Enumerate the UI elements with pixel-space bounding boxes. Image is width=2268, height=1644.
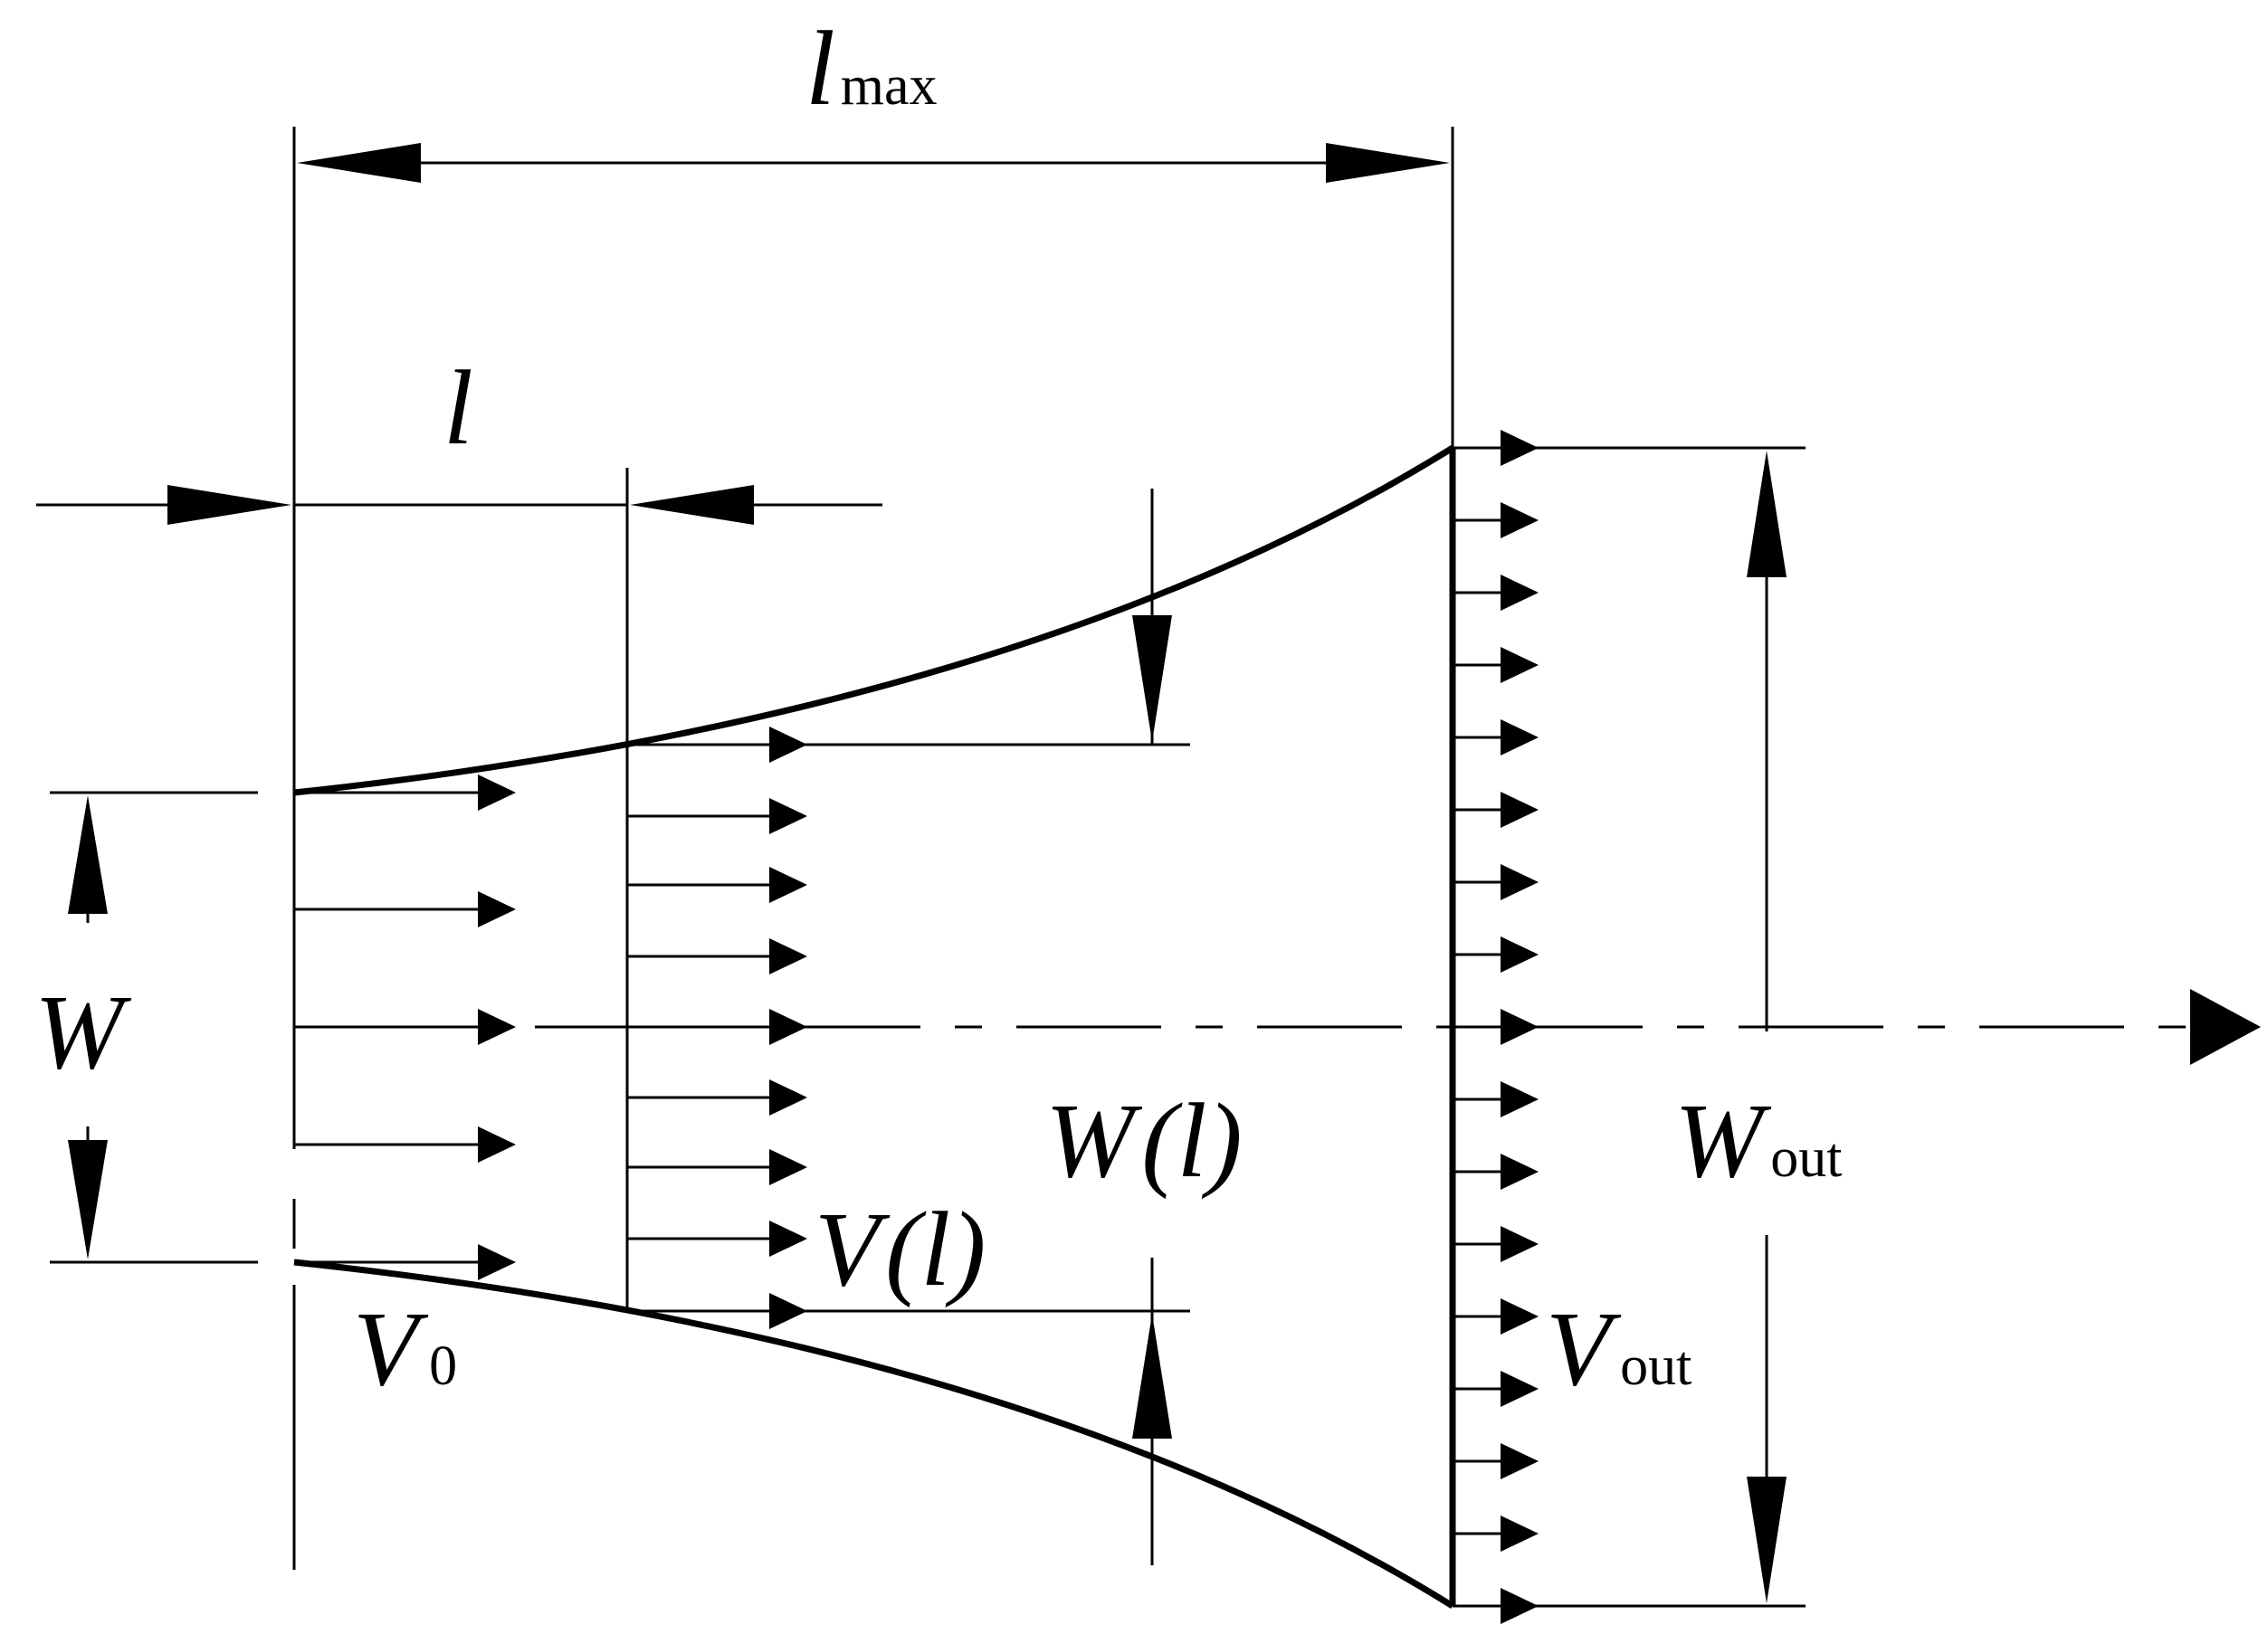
inlet-velocity-arrow-5-head [478, 1244, 516, 1280]
outlet-velocity-arrow-6-head [1501, 792, 1539, 828]
outlet-velocity-arrow-3-head [1501, 575, 1539, 611]
Wout-dimension [1747, 451, 1787, 1603]
inlet-velocity-arrows [294, 774, 516, 1280]
Wout-arrow-up [1747, 451, 1787, 577]
section-velocity-arrow-6-head [769, 1079, 807, 1116]
outlet-velocity-arrow-17-head [1501, 1588, 1539, 1624]
outlet-velocity-arrow-10-head [1501, 1081, 1539, 1117]
outlet-velocity-arrow-2-head [1501, 502, 1539, 538]
outlet-velocity-arrow-9-head [1501, 1009, 1539, 1045]
extension-lines [50, 127, 1806, 1608]
outlet-velocity-arrow-14-head [1501, 1371, 1539, 1407]
outlet-velocity-arrow-13-head [1501, 1298, 1539, 1335]
lower-wall-curve [293, 1259, 1454, 1609]
l-dimension [36, 485, 882, 525]
outlet-velocity-arrow-16-head [1501, 1516, 1539, 1552]
Wl-arrow-down [1132, 615, 1172, 742]
Wl-arrow-up [1132, 1314, 1172, 1439]
W-arrow-up [68, 795, 108, 914]
section-velocity-arrow-8-head [769, 1221, 807, 1257]
section-velocity-arrow-7-head [769, 1149, 807, 1185]
outlet-velocity-arrow-11-head [1501, 1154, 1539, 1190]
section-velocity-arrow-9-head [769, 1293, 807, 1329]
lmax-arrow-right [1326, 143, 1450, 183]
section-velocity-arrow-3-head [769, 867, 807, 903]
inlet-velocity-arrow-4-head [478, 1126, 516, 1163]
section-velocity-arrow-1-head [769, 727, 807, 763]
outlet-velocity-arrow-12-head [1501, 1226, 1539, 1262]
outlet-velocity-arrow-7-head [1501, 864, 1539, 900]
inlet-velocity-arrow-2-head [478, 891, 516, 927]
outlet-velocity-arrow-4-head [1501, 647, 1539, 683]
l-arrow-left [167, 485, 291, 525]
inlet-velocity-arrow-1-head [478, 774, 516, 811]
outlet-velocity-arrow-15-head [1501, 1443, 1539, 1479]
section-velocity-arrows [627, 727, 807, 1329]
lmax-label: lmax [805, 9, 938, 128]
outlet-velocity-arrows [1453, 430, 1539, 1624]
W-arrow-down [68, 1140, 108, 1259]
Wout-arrow-down [1747, 1477, 1787, 1603]
l-arrow-right [630, 485, 754, 525]
lmax-arrow-left [297, 143, 421, 183]
W-label: W [34, 973, 132, 1091]
upper-wall-curve [293, 445, 1454, 796]
Vl-label: V(l) [815, 1190, 986, 1308]
section-velocity-arrow-2-head [769, 798, 807, 834]
section-velocity-arrow-4-head [769, 938, 807, 974]
section-velocity-arrow-5-head [769, 1009, 807, 1045]
outlet-velocity-arrow-1-head [1501, 430, 1539, 466]
W-dimension [68, 795, 108, 1259]
axis-arrow-head [2190, 989, 2261, 1065]
l-label: l [443, 348, 473, 467]
Wl-label: W(l) [1045, 1081, 1243, 1200]
outlet-velocity-arrow-8-head [1501, 936, 1539, 973]
outlet-velocity-arrow-5-head [1501, 719, 1539, 755]
centerline [294, 989, 2261, 1065]
lmax-dimension [297, 143, 1450, 183]
Wl-dimension [1132, 615, 1172, 1439]
inlet-velocity-arrow-3-head [478, 1009, 516, 1045]
